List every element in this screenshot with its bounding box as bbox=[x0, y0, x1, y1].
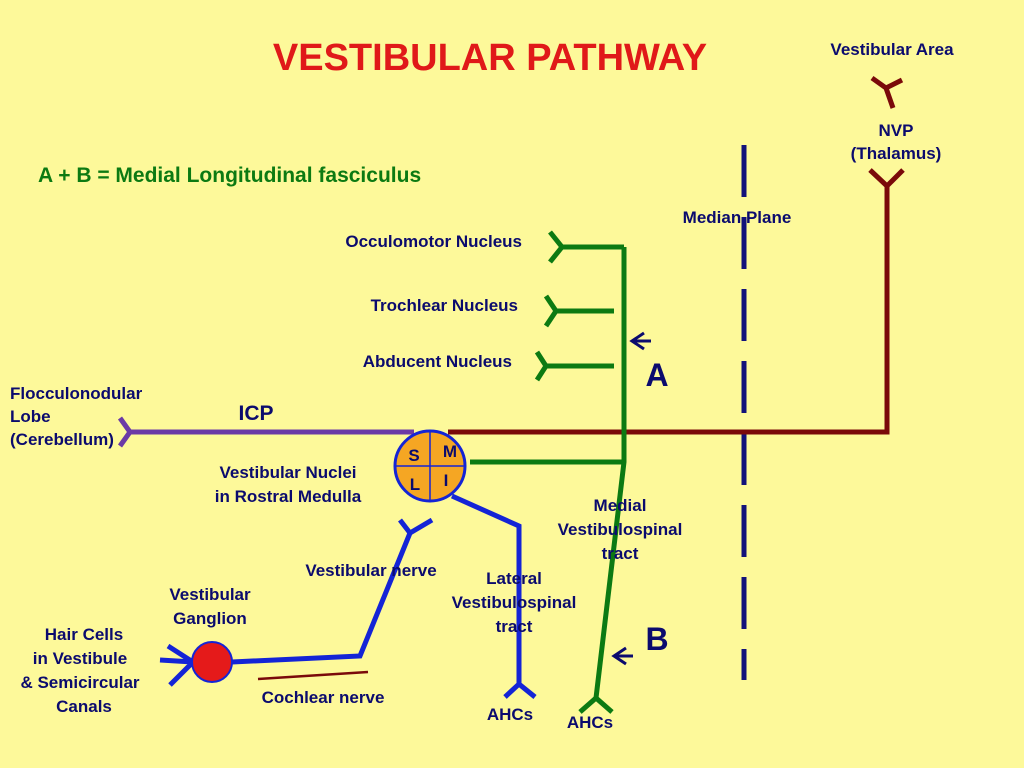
hair-cells-label-line4: Canals bbox=[56, 697, 112, 716]
page-title: VESTIBULAR PATHWAY bbox=[273, 37, 707, 79]
quadrant-m: M bbox=[443, 442, 457, 461]
abducent-nucleus-label: Abducent Nucleus bbox=[363, 352, 512, 371]
hair-cells-label-line2: in Vestibule bbox=[33, 649, 127, 668]
quadrant-l: L bbox=[410, 475, 420, 494]
thalamic-tract-fork bbox=[868, 168, 905, 190]
arrow-b-icon bbox=[611, 646, 633, 666]
medial-vst-label-line2: Vestibulospinal bbox=[558, 520, 683, 539]
vestibular-area-label: Vestibular Area bbox=[830, 40, 954, 59]
vestibular-nuclei-circle: S M L I bbox=[393, 429, 467, 503]
vestibular-ganglion-label-line1: Vestibular bbox=[169, 585, 251, 604]
marker-a: A bbox=[645, 357, 668, 393]
lateral-vst-label-line2: Vestibulospinal bbox=[452, 593, 577, 612]
icp-terminal-fork bbox=[117, 416, 134, 448]
flocculonodular-label-line1: Flocculonodular bbox=[10, 384, 143, 403]
ahcs-lateral-label: AHCs bbox=[487, 705, 533, 724]
ahcs-medial-label: AHCs bbox=[567, 713, 613, 732]
vestibular-nerve-terminal-fork bbox=[398, 517, 434, 537]
medial-vst-label-line3: tract bbox=[602, 544, 639, 563]
medial-vst-label-line1: Medial bbox=[594, 496, 647, 515]
ahcs-lateral-terminal-fork bbox=[503, 680, 537, 699]
trochlear-terminal-fork bbox=[543, 294, 560, 328]
occulomotor-terminal-fork bbox=[548, 230, 566, 264]
occulomotor-nucleus-label: Occulomotor Nucleus bbox=[345, 232, 522, 251]
quadrant-i: I bbox=[444, 471, 449, 490]
flocculonodular-label-line3: (Cerebellum) bbox=[10, 430, 114, 449]
cochlear-nerve bbox=[257, 670, 369, 681]
abducent-terminal-fork bbox=[534, 350, 549, 382]
hair-cells-label-line1: Hair Cells bbox=[45, 625, 123, 644]
cochlear-nerve-label: Cochlear nerve bbox=[262, 688, 385, 707]
thalamic-tract bbox=[448, 186, 890, 435]
hair-cells-receptor-fork bbox=[159, 643, 197, 687]
nvp-label: NVP bbox=[879, 121, 914, 140]
mlf-subtitle: A + B = Medial Longitudinal fasciculus bbox=[38, 164, 421, 187]
ahcs-medial-terminal-fork bbox=[578, 694, 614, 714]
marker-b: B bbox=[645, 621, 668, 657]
icp-label: ICP bbox=[238, 402, 273, 425]
vestibular-nerve-label: Vestibular nerve bbox=[305, 561, 436, 580]
lateral-vst-label-line3: tract bbox=[496, 617, 533, 636]
quadrant-s: S bbox=[408, 446, 419, 465]
arrow-a-icon bbox=[629, 331, 651, 351]
lateral-vst-label-line1: Lateral bbox=[486, 569, 542, 588]
median-plane-label: Median Plane bbox=[683, 208, 792, 227]
cortical-projection-fork bbox=[870, 75, 904, 109]
trochlear-nucleus-label: Trochlear Nucleus bbox=[371, 296, 518, 315]
vestibular-ganglion bbox=[191, 641, 233, 683]
hair-cells-label-line3: & Semicircular bbox=[20, 673, 139, 692]
vestibular-ganglion-label-line2: Ganglion bbox=[173, 609, 247, 628]
vestibular-nerve bbox=[231, 532, 413, 665]
vestibular-nuclei-label-line2: in Rostral Medulla bbox=[215, 487, 362, 506]
mlf-tract-vertical bbox=[593, 247, 627, 699]
lateral-vestibulospinal-tract bbox=[450, 493, 522, 684]
thalamus-label: (Thalamus) bbox=[851, 144, 942, 163]
vestibular-nuclei-label-line1: Vestibular Nuclei bbox=[220, 463, 357, 482]
flocculonodular-label-line2: Lobe bbox=[10, 407, 51, 426]
